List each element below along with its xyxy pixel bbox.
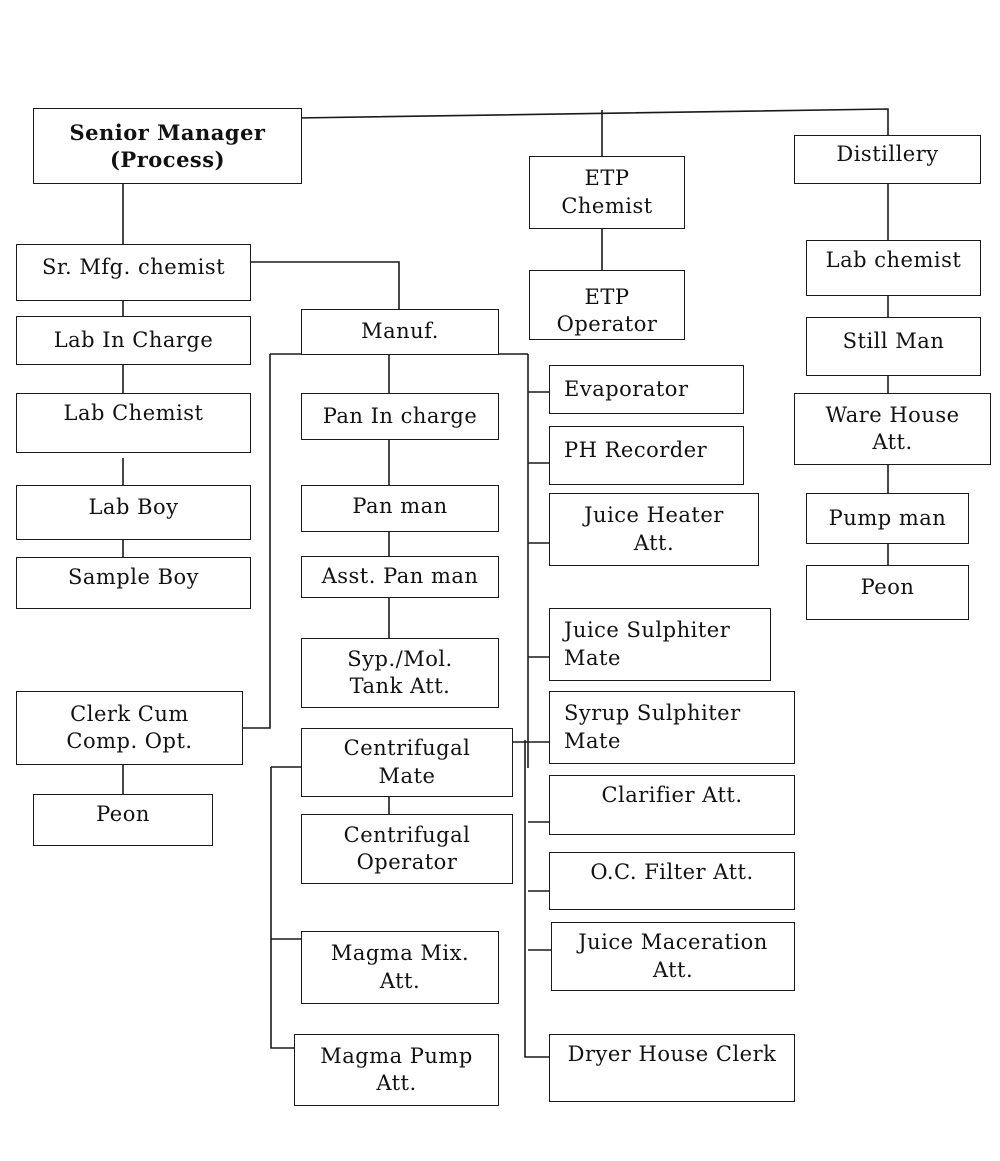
- node-lab-in-charge: Lab In Charge: [16, 316, 251, 365]
- node-dryer-house-clerk: Dryer House Clerk: [549, 1034, 795, 1102]
- node-clerk-cum-comp-opt: Clerk Cum Comp. Opt.: [16, 691, 243, 765]
- node-etp-operator: ETP Operator: [529, 270, 685, 340]
- node-sample-boy: Sample Boy: [16, 557, 251, 609]
- node-senior-manager: Senior Manager (Process): [33, 108, 302, 184]
- node-pan-man: Pan man: [301, 485, 499, 532]
- node-ph-recorder: PH Recorder: [549, 426, 744, 485]
- node-still-man: Still Man: [806, 317, 981, 376]
- node-centrifugal-mate: Centrifugal Mate: [301, 728, 513, 797]
- node-sr-mfg-chemist: Sr. Mfg. chemist: [16, 244, 251, 301]
- node-manuf: Manuf.: [301, 309, 499, 355]
- node-evaporator: Evaporator: [549, 365, 744, 414]
- node-juice-maceration-att: Juice Maceration Att.: [551, 922, 795, 991]
- node-pan-in-charge: Pan In charge: [301, 393, 499, 440]
- node-lab-chemist-left: Lab Chemist: [16, 393, 251, 453]
- node-clarifier-att: Clarifier Att.: [549, 775, 795, 835]
- node-syrup-sulphiter-mate: Syrup Sulphiter Mate: [549, 691, 795, 764]
- node-syp-mol-tank-att: Syp./Mol. Tank Att.: [301, 638, 499, 708]
- node-peon-right: Peon: [806, 565, 969, 620]
- node-pump-man: Pump man: [806, 493, 969, 544]
- node-centrifugal-operator: Centrifugal Operator: [301, 814, 513, 884]
- node-etp-chemist: ETP Chemist: [529, 156, 685, 229]
- node-magma-mix-att: Magma Mix. Att.: [301, 931, 499, 1004]
- node-juice-sulphiter-mate: Juice Sulphiter Mate: [549, 608, 771, 681]
- node-ware-house-att: Ware House Att.: [794, 393, 991, 465]
- node-asst-pan-man: Asst. Pan man: [301, 556, 499, 598]
- node-peon-left: Peon: [33, 794, 213, 846]
- node-juice-heater-att: Juice Heater Att.: [549, 493, 759, 566]
- node-oc-filter-att: O.C. Filter Att.: [549, 852, 795, 910]
- node-magma-pump-att: Magma Pump Att.: [294, 1034, 499, 1106]
- node-lab-chemist-right: Lab chemist: [806, 240, 981, 296]
- node-lab-boy: Lab Boy: [16, 485, 251, 540]
- node-distillery: Distillery: [794, 135, 981, 184]
